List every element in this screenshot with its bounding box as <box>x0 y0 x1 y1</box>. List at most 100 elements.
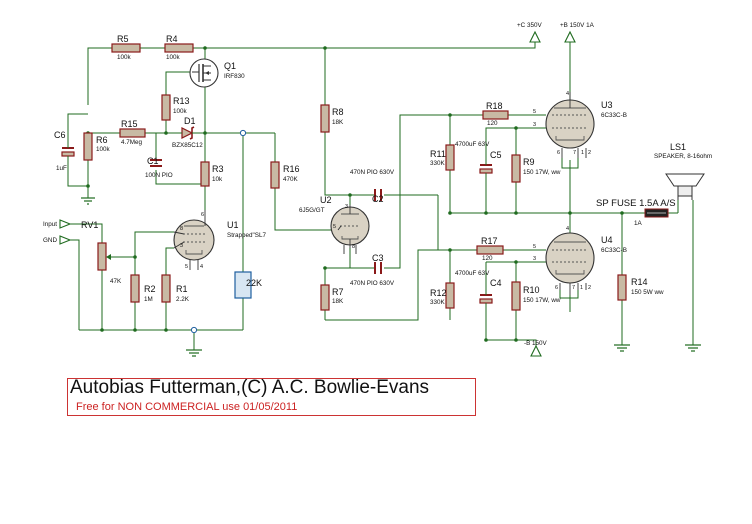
ref-u4: U4 <box>601 235 613 245</box>
license-note: Free for NON COMMERCIAL use 01/05/2011 <box>76 401 298 413</box>
val-c2: 470N PIO 630V <box>350 169 395 176</box>
ref-r18: R18 <box>486 101 503 111</box>
pin-u1-heater-b: 4 <box>200 264 203 270</box>
pin-u3-grid: 5 <box>533 109 536 115</box>
val-d1: BZX85C12 <box>172 142 203 149</box>
ref-r14: R14 <box>631 277 648 287</box>
ref-u1: U1 <box>227 220 239 230</box>
ref-d1: D1 <box>184 116 196 126</box>
pin-u1-cathode: 3 <box>180 243 183 249</box>
val-ls1: SPEAKER, 8-16ohm <box>654 153 712 160</box>
pin-u4-h1: 6 <box>555 285 558 291</box>
pin-u4-grid: 5 <box>533 244 536 250</box>
ref-u3: U3 <box>601 100 613 110</box>
ref-c4: C4 <box>490 278 502 288</box>
pin-u1-plate: 6 <box>201 212 204 218</box>
rail-plus-c: +C 350V <box>517 22 542 29</box>
val-r9: 150 17W, ww <box>523 169 561 176</box>
ref-fuse: SP FUSE 1.5A A/S <box>596 198 676 209</box>
val-r3: 10k <box>212 176 223 183</box>
ref-r17: R17 <box>481 236 498 246</box>
pin-u4-cathode: 3 <box>533 256 536 262</box>
rail-minus-b: -B 150V <box>524 340 548 347</box>
ref-r9: R9 <box>523 157 535 167</box>
speaker-ls1 <box>665 173 705 200</box>
rail-labels: +C 350V +B 150V 1A -B 150V Input GND <box>43 22 595 347</box>
val-r6: 100k <box>96 146 111 153</box>
tube-u4 <box>545 232 595 295</box>
ref-c3: C3 <box>372 253 384 263</box>
pin-u3-h3: 1 <box>581 150 584 156</box>
terminal-input: Input <box>43 221 57 228</box>
val-r7: 18K <box>332 298 344 305</box>
pin-u2-grid: 5 <box>333 224 336 230</box>
pin-u2-plate: 3 <box>345 204 348 210</box>
rail-arrows <box>59 30 576 357</box>
ref-u2: U2 <box>320 195 332 205</box>
val-c5: 4700uF 63V <box>455 141 490 148</box>
val-rv1: 47K <box>110 278 122 285</box>
val-u4: 6C33C-B <box>601 247 627 254</box>
tube-u3 <box>545 92 595 158</box>
title-block <box>67 378 476 416</box>
fuse <box>644 208 669 218</box>
capacitors <box>61 133 493 315</box>
val-u1: Strapped"SL7 <box>227 232 266 239</box>
wires <box>67 42 694 356</box>
ref-r15: R15 <box>121 119 138 129</box>
val-r2: 1M <box>144 296 153 303</box>
val-u3: 6C33C-B <box>601 112 627 119</box>
pin-u4-plate: 4 <box>566 226 569 232</box>
ref-r2: R2 <box>144 284 156 294</box>
zener-d1 <box>178 126 198 140</box>
pin-u3-h4: 2 <box>588 150 591 156</box>
ref-r1: R1 <box>176 284 188 294</box>
ref-r13: R13 <box>173 96 190 106</box>
pin-u3-plate: 4 <box>566 91 569 97</box>
val-c1: 100N PIO <box>145 172 173 179</box>
ref-c5: C5 <box>490 150 502 160</box>
ref-r6: R6 <box>96 135 108 145</box>
val-r1: 2.2K <box>176 296 190 303</box>
pin-u4-h2: 7 <box>572 285 575 291</box>
val-c4: 4700uF 63V <box>455 270 490 277</box>
ref-c1: C1 <box>147 156 159 166</box>
ref-r4: R4 <box>166 34 178 44</box>
val-r18: 120 <box>487 120 498 127</box>
val-r14: 150 5W ww <box>631 289 664 296</box>
val-fuse: 1A <box>634 220 643 227</box>
tube-u2 <box>330 205 370 254</box>
pin-u1-grid: 8 <box>180 226 183 232</box>
val-r12: 330K <box>430 299 446 306</box>
tube-u1 <box>173 210 215 270</box>
val-r17: 120 <box>482 255 493 262</box>
val-q1: IRF830 <box>224 73 245 80</box>
ref-r5: R5 <box>117 34 129 44</box>
val-r8: 18K <box>332 119 344 126</box>
terminal-gnd: GND <box>43 237 57 244</box>
val-r10: 150 17W, ww <box>523 297 561 304</box>
val-r13: 100k <box>173 108 188 115</box>
ref-ls1: LS1 <box>670 142 686 152</box>
ref-c2: C2 <box>372 194 384 204</box>
rail-plus-b: +B 150V 1A <box>560 22 595 29</box>
ref-r8: R8 <box>332 107 344 117</box>
ref-r11: R11 <box>430 149 446 159</box>
ref-r16: R16 <box>283 164 300 174</box>
ref-c6: C6 <box>54 130 66 140</box>
pin-u3-h2: 7 <box>573 150 576 156</box>
ref-rv1: RV1 <box>81 220 98 230</box>
schematic-title: Autobias Futterman,(C) A.C. Bowlie-Evans <box>70 377 430 398</box>
val-r22: 22K <box>246 278 262 288</box>
ref-q1: Q1 <box>224 61 236 71</box>
val-r5: 100k <box>117 54 132 61</box>
ground-symbols <box>81 197 701 357</box>
val-r15: 4.7Meg <box>121 139 143 146</box>
pin-u1-heater-a: 5 <box>185 264 188 270</box>
pin-u2-cathode: 8 <box>352 244 355 250</box>
pin-numbers: 6 8 3 5 4 3 5 8 4 5 3 6 7 1 2 4 5 3 6 7 … <box>180 91 591 291</box>
mosfet-q1 <box>189 58 219 88</box>
val-r4: 100k <box>166 54 181 61</box>
pin-u4-h3: 1 <box>580 285 583 291</box>
val-c6: 1uF <box>56 165 67 172</box>
